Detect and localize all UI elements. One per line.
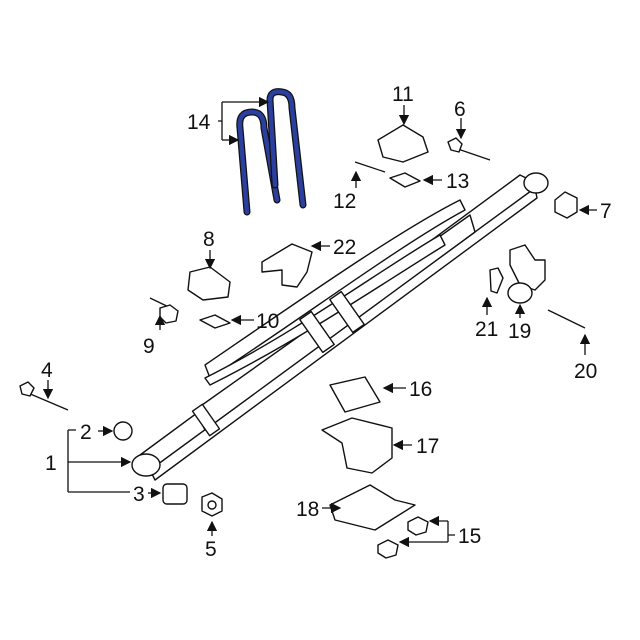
callout-16: 16 [409,378,432,401]
callout-18: 18 [296,498,319,521]
callout-3: 3 [133,483,145,506]
u-bolts [236,88,307,216]
callout-19: 19 [508,320,531,343]
callout-17: 17 [416,435,439,458]
callout-9: 9 [143,335,155,358]
callout-6: 6 [454,98,466,121]
callout-7: 7 [600,200,612,223]
callout-22: 22 [333,236,356,259]
callout-2: 2 [80,421,92,444]
leader-lines [42,96,597,548]
callout-20: 20 [574,360,597,383]
callout-15: 15 [458,525,481,548]
callout-10: 10 [256,310,279,333]
callout-13: 13 [446,170,469,193]
small-parts [19,124,586,559]
callout-21: 21 [475,318,498,341]
callout-8: 8 [203,228,215,251]
callout-5: 5 [205,538,217,561]
callout-1: 1 [45,452,57,475]
leaf-spring [131,172,549,481]
callout-labels: 1 2 3 4 5 6 7 8 9 10 11 12 13 14 15 16 1… [41,83,612,561]
callout-14: 14 [187,111,211,134]
callout-12: 12 [333,190,356,213]
callout-4: 4 [41,359,53,382]
callout-11: 11 [392,83,414,106]
